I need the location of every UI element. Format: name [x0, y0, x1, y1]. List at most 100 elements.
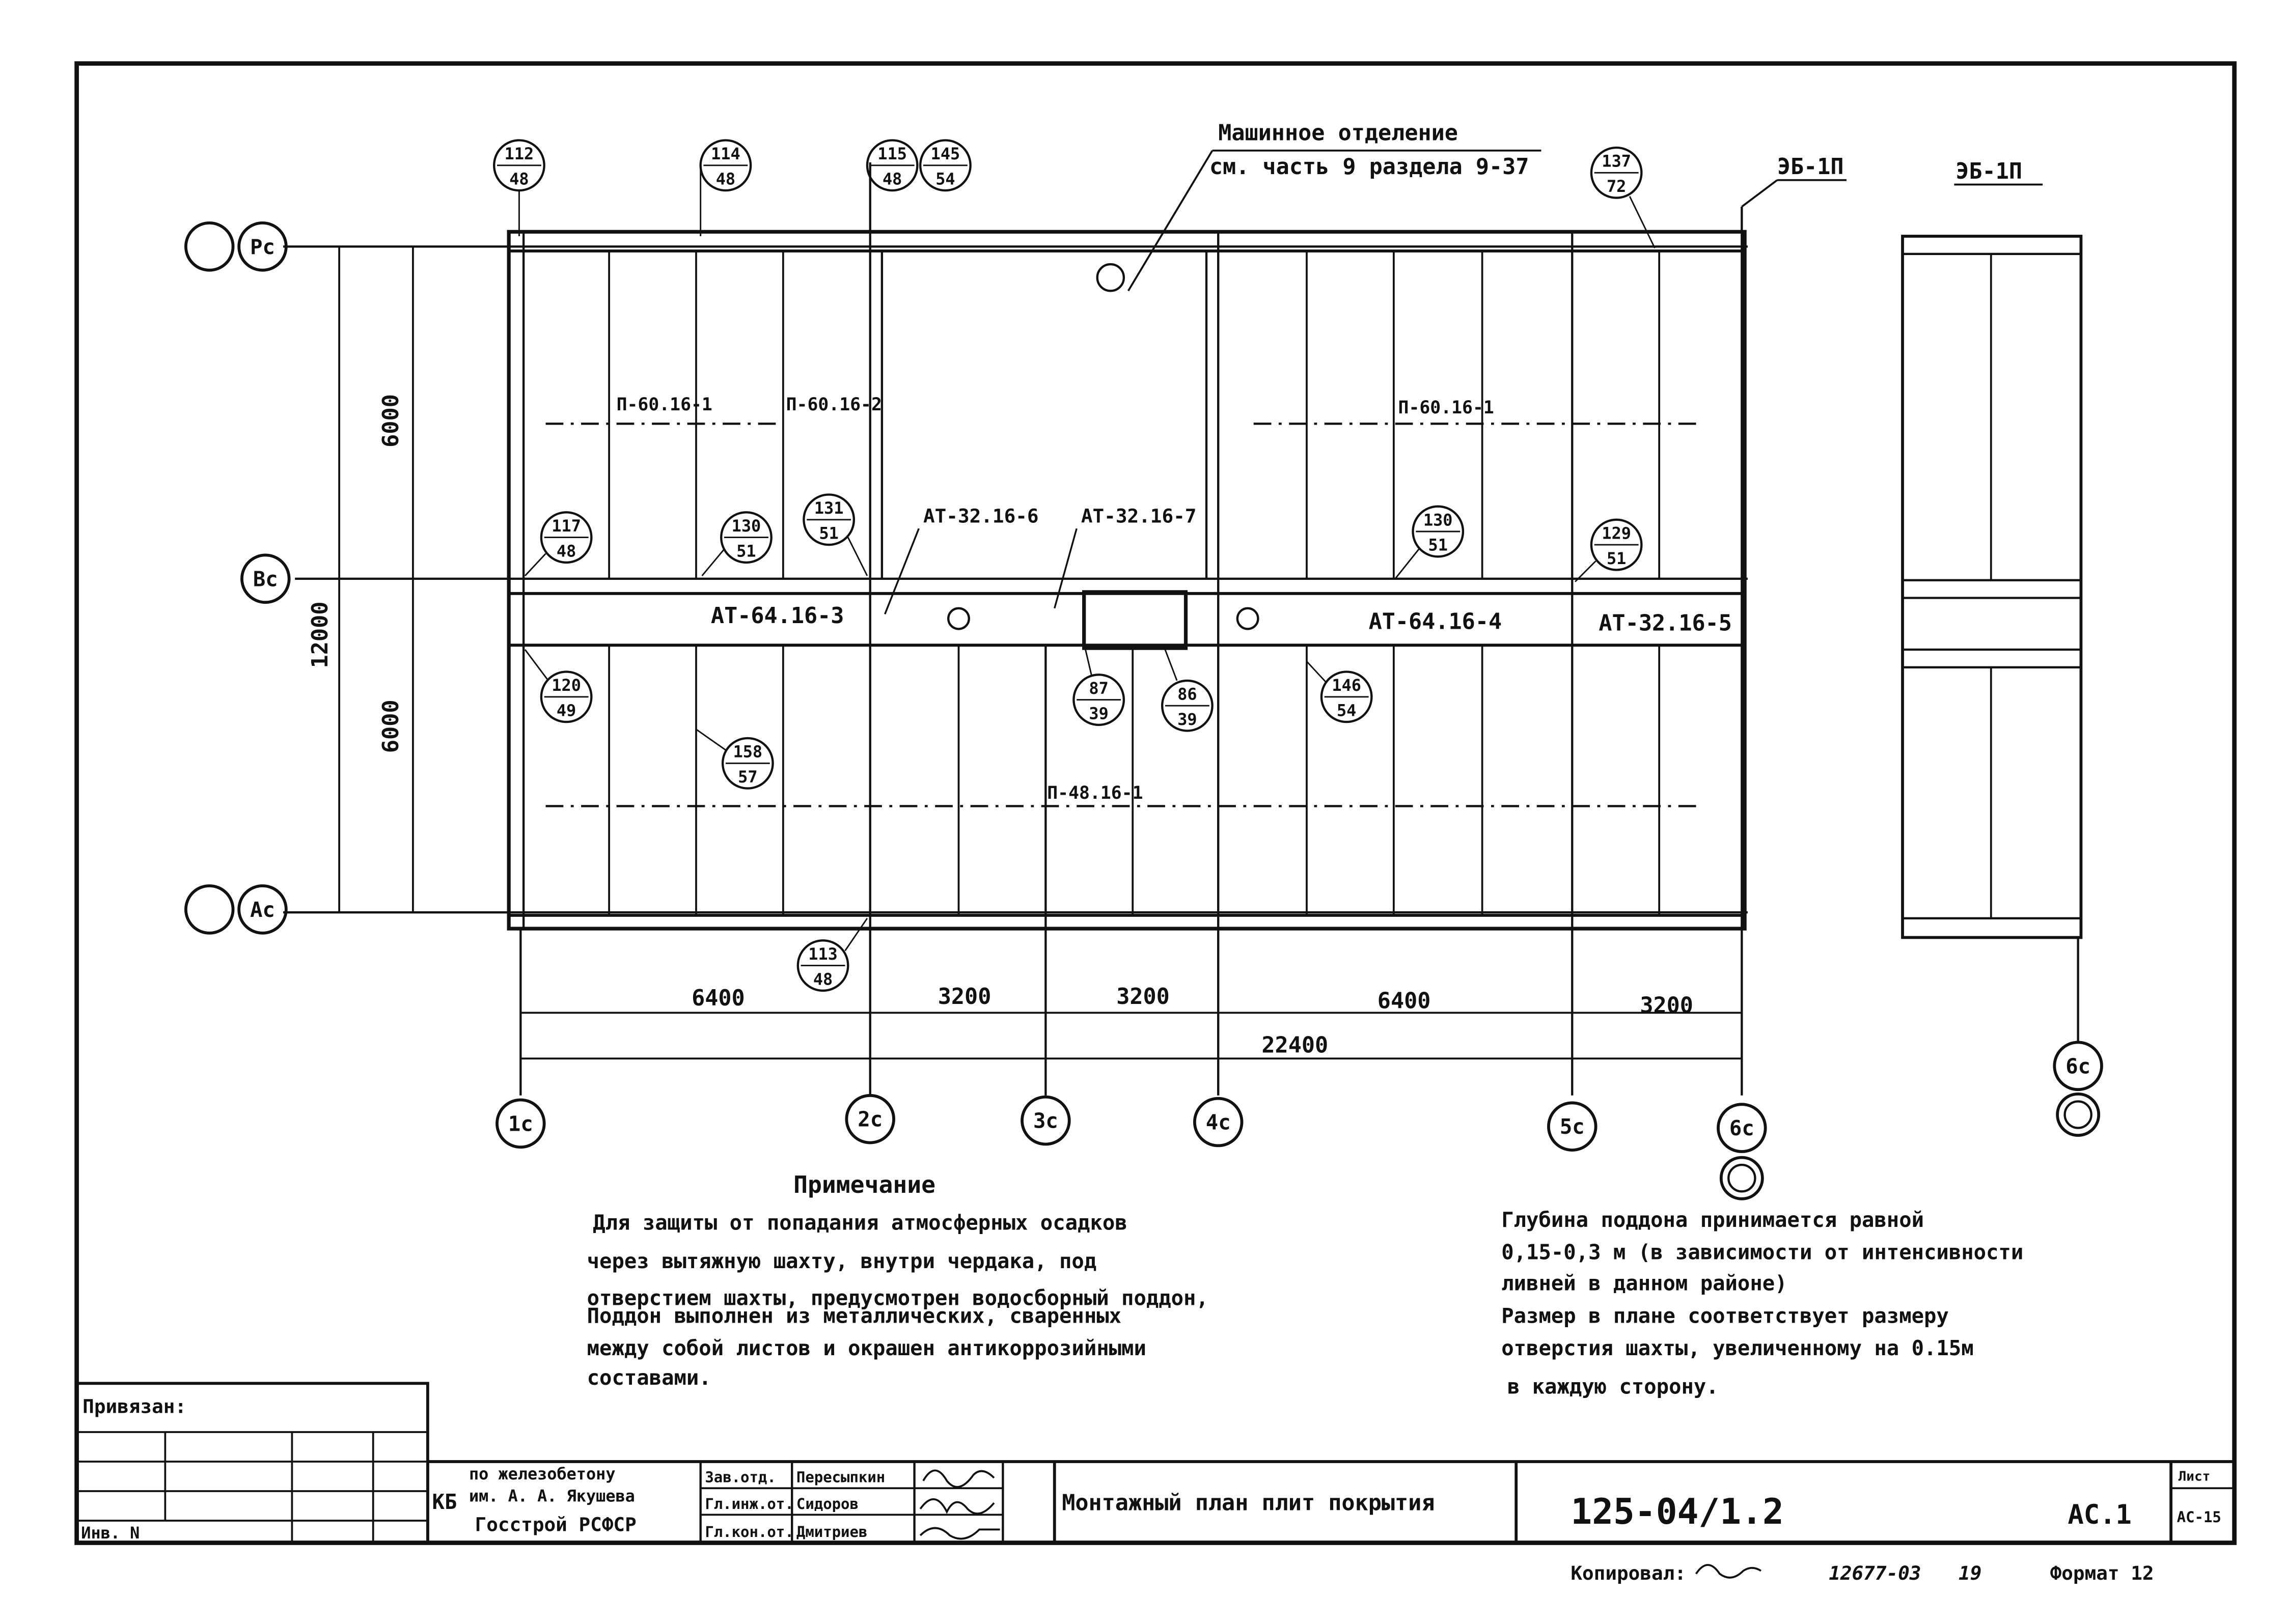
plate-label-p2: П-60.16-2	[786, 395, 882, 415]
svg-text:1c: 1c	[508, 1111, 533, 1136]
callout: 115 48	[866, 139, 919, 192]
callout: 145 54	[919, 139, 972, 192]
callouts: 112 48 114 48 115 48 145 54	[493, 139, 1656, 992]
svg-text:146: 146	[1332, 676, 1361, 695]
axis-bubble-2c: 2c	[845, 1094, 895, 1144]
org-line-1: по железобетону	[469, 1464, 616, 1483]
note-left-line: составами.	[587, 1365, 711, 1390]
shaft-opening	[1236, 607, 1259, 630]
role-1: Зав.отд.	[705, 1469, 776, 1486]
axis-bubble-3c: 3c	[1021, 1095, 1071, 1146]
engine-room-title: Машинное отделение	[1218, 120, 1458, 146]
doc-number: 12677-03	[1829, 1562, 1921, 1584]
svg-text:6c: 6c	[2065, 1054, 2090, 1078]
note-right-line: ливней в данном районе)	[1501, 1271, 1787, 1296]
dim-h-3: 3200	[1116, 984, 1170, 1010]
axis-bubble-6c-side: 6c	[2053, 1041, 2103, 1137]
dim-h-2: 3200	[938, 984, 991, 1010]
sheet-label: Лист	[2179, 1469, 2211, 1485]
inv-no-label: Инв. N	[81, 1523, 140, 1543]
svg-text:87: 87	[1089, 679, 1108, 698]
svg-text:51: 51	[819, 523, 838, 543]
plate-label-at4: АТ-64.16-4	[1369, 609, 1502, 634]
name-1: Пересыпкин	[796, 1469, 885, 1486]
role-3: Гл.кон.от.	[705, 1523, 793, 1541]
svg-text:120: 120	[552, 676, 581, 695]
engine-room-leader	[1127, 150, 1214, 292]
series-number: 125-04/1.2	[1571, 1491, 1783, 1532]
svg-text:137: 137	[1602, 152, 1631, 171]
bottom-slab-ribs	[608, 645, 1661, 915]
svg-text:5c: 5c	[1560, 1114, 1585, 1139]
org-line-3: Госстрой РСФСР	[475, 1513, 637, 1535]
plate-label-at2: АТ-32.16-7	[1081, 505, 1197, 527]
plate-label-p1: П-60.16-1	[617, 395, 712, 415]
svg-text:49: 49	[557, 701, 576, 720]
doc-number-2: 19	[1959, 1562, 1981, 1584]
note-left-line: Поддон выполнен из металлических, сварен…	[587, 1303, 1121, 1328]
eb-label-side: ЭБ-1П	[1956, 159, 2022, 184]
note-right-line: в каждую сторону.	[1507, 1375, 1719, 1399]
svg-text:48: 48	[509, 169, 529, 188]
callout: 130 51	[1394, 505, 1465, 579]
svg-text:Pc: Pc	[250, 235, 275, 259]
callout: 129 51	[1575, 518, 1643, 582]
drain-tray	[1082, 590, 1188, 650]
note-left-line: между собой листов и окрашен антикоррози…	[587, 1336, 1146, 1360]
plate-label-at1: АТ-32.16-6	[923, 505, 1039, 527]
svg-text:72: 72	[1607, 177, 1626, 196]
note-left-line: Для защиты от попадания атмосферных осад…	[593, 1211, 1127, 1235]
axis-bubble-6c: 6c	[1717, 1103, 1767, 1200]
dim-v-12000: 12000	[308, 602, 333, 668]
callout: 146 54	[1306, 661, 1373, 723]
svg-text:2c: 2c	[858, 1107, 883, 1132]
copier-signature	[1695, 1564, 1762, 1579]
callout: 131 51	[803, 493, 868, 576]
plate-label-at5: АТ-32.16-5	[1599, 610, 1732, 636]
plate-label-at3: АТ-64.16-3	[711, 603, 844, 629]
svg-text:131: 131	[814, 498, 844, 518]
callout: 120 49	[524, 649, 593, 723]
svg-text:54: 54	[1337, 701, 1356, 720]
dim-v-6000-top: 6000	[378, 394, 404, 447]
svg-text:Ac: Ac	[250, 898, 275, 922]
note-right-line: Глубина поддона принимается равной	[1501, 1208, 1924, 1232]
axis-bubble-ac: Ac	[184, 884, 288, 935]
dim-h-total: 22400	[1261, 1033, 1328, 1058]
svg-text:51: 51	[1428, 536, 1448, 555]
engine-room-ref: см. часть 9 раздела 9-37	[1209, 154, 1529, 180]
dim-h-1: 6400	[692, 986, 745, 1011]
svg-text:3c: 3c	[1033, 1109, 1058, 1133]
dim-h-4: 6400	[1378, 989, 1431, 1014]
title-block: Привязан: Инв. N КБ по железобетону им. …	[75, 1382, 2236, 1545]
shaft-opening	[1096, 263, 1125, 292]
sheet-number: АС-15	[2177, 1508, 2221, 1526]
top-slab-ribs	[608, 251, 1661, 579]
plate-label-p4: П-48.16-1	[1047, 783, 1143, 803]
callout: 117 48	[524, 511, 593, 576]
axis-bubble-bc: Bc	[240, 553, 291, 604]
axis-bubble-1c: 1c	[495, 1098, 546, 1149]
format-label: Формат 12	[2050, 1562, 2154, 1584]
svg-text:145: 145	[931, 144, 960, 163]
svg-text:130: 130	[732, 516, 761, 536]
callout: 137 72	[1590, 146, 1656, 248]
role-2: Гл.инж.от.	[705, 1495, 793, 1513]
note-left-line: через вытяжную шахту, внутри чердака, по…	[587, 1249, 1097, 1273]
dim-h-5: 3200	[1640, 993, 1693, 1018]
shaft-opening	[947, 607, 970, 630]
axis-bubble-4c: 4c	[1193, 1097, 1244, 1147]
svg-text:114: 114	[711, 144, 740, 163]
callout: 130 51	[701, 511, 773, 576]
svg-text:48: 48	[716, 169, 735, 188]
svg-text:57: 57	[738, 767, 757, 787]
note-left-line: отверстием шахты, предусмотрен водосборн…	[587, 1286, 1208, 1310]
org-prefix: КБ	[432, 1490, 457, 1514]
plate-label-p3: П-60.16-1	[1398, 398, 1494, 418]
note-block: Примечание Для защиты от попадания атмос…	[587, 1171, 2024, 1398]
svg-text:48: 48	[813, 969, 833, 989]
callout: 113 48	[796, 917, 868, 992]
plan-outline	[507, 230, 1747, 931]
svg-text:6c: 6c	[1729, 1116, 1754, 1140]
svg-text:130: 130	[1423, 510, 1453, 529]
